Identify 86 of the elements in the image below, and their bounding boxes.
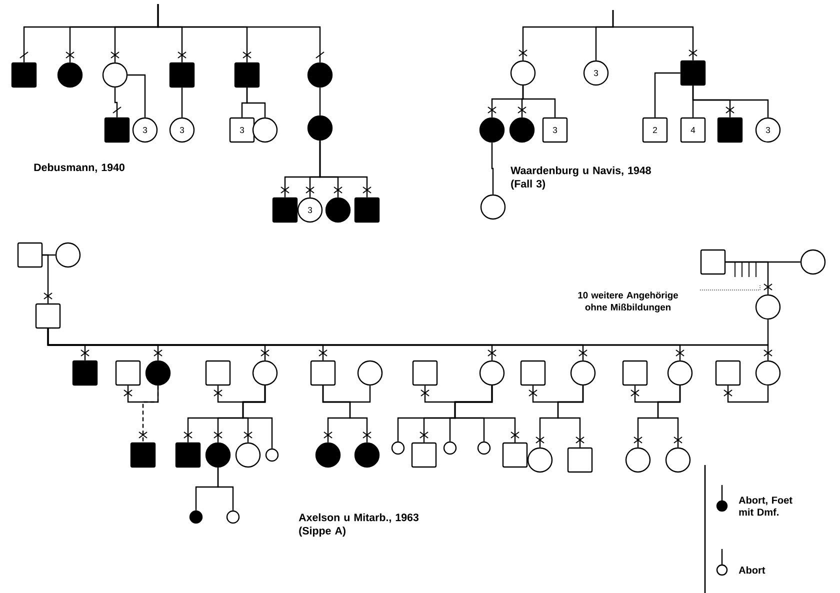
pedigree-line [157, 4, 321, 62]
circle-symbol [570, 360, 596, 386]
pedigree-line [557, 386, 584, 448]
solid-circle-symbol [315, 442, 341, 468]
solid-square-symbol [272, 197, 298, 223]
solid-square-symbol [130, 442, 156, 468]
square-symbol [17, 242, 43, 268]
square-symbol [567, 447, 593, 473]
pedigree-line [454, 386, 516, 442]
caption-text: 10 weitere Angehörige ohne Mißbildungen [578, 292, 678, 312]
solid-square-symbol [72, 360, 98, 386]
square-symbol [700, 249, 726, 275]
solid-square-symbol [680, 60, 706, 86]
solid-square-symbol [234, 62, 260, 88]
circle-symbol [527, 447, 553, 473]
pedigree-line [657, 386, 681, 448]
pedigree-line [692, 86, 769, 118]
legend-text: Abort, Foet mit Dmf. [738, 496, 792, 516]
small-circle-symbol [226, 510, 240, 524]
square-symbol [412, 360, 438, 386]
caption-text: Axelson u Mitarb., 1963 (Sippe A) [298, 513, 419, 537]
circle-symbol [252, 117, 278, 143]
solid-circle-symbol [354, 442, 380, 468]
circle-symbol [55, 242, 81, 268]
solid-circle-symbol [325, 197, 351, 223]
pedigree-line [142, 386, 159, 442]
circle-symbol [755, 294, 781, 320]
solid-circle-symbol [205, 442, 231, 468]
pedigree-line [726, 261, 769, 294]
circle-symbol [800, 249, 826, 275]
square-symbol [411, 442, 437, 468]
square-symbol [205, 360, 231, 386]
circle-symbol [480, 194, 506, 220]
circle-symbol [357, 360, 383, 386]
pedigree-line [114, 88, 118, 118]
pedigree-line [181, 88, 183, 118]
caption-text: Waardenburg u Navis, 1948 (Fall 3) [510, 166, 651, 190]
pedigree-line [491, 142, 494, 194]
small-circle-symbol [265, 448, 279, 462]
solid-circle-symbol [307, 62, 333, 88]
solid-square-symbol [354, 197, 380, 223]
circle-symbol [665, 447, 691, 473]
square-symbol [520, 360, 546, 386]
solid-circle-symbol [307, 115, 333, 141]
small-circle-symbol [477, 441, 491, 455]
caption-text: Debusmann, 1940 [34, 163, 124, 173]
solid-circle-symbol [479, 117, 505, 143]
solid-square-symbol [169, 62, 195, 88]
pedigree-line [319, 88, 321, 116]
circle-symbol [102, 62, 128, 88]
pedigree-line [128, 74, 146, 118]
solid-square-symbol [11, 62, 37, 88]
square-symbol [115, 360, 141, 386]
circle-symbol [625, 447, 651, 473]
pedigree-line [319, 140, 368, 198]
circle-symbol [510, 60, 536, 86]
circle-symbol [235, 442, 261, 468]
circle-symbol [479, 360, 505, 386]
pedigree-line [654, 72, 680, 118]
circle-symbol [252, 360, 278, 386]
pedigree-line [522, 86, 556, 118]
solid-square-symbol [104, 117, 130, 143]
pedigree-line [242, 386, 273, 448]
square-symbol [622, 360, 648, 386]
solid-small-circle-symbol [189, 510, 203, 524]
pedigree-line [127, 386, 159, 403]
pedigree-line [727, 386, 769, 403]
pedigree-line [322, 386, 368, 442]
pedigree-line [246, 88, 266, 118]
solid-circle-symbol [57, 62, 83, 88]
circle-symbol [755, 360, 781, 386]
square-symbol [35, 303, 61, 329]
legend-text: Abort [738, 566, 766, 574]
solid-square-symbol [175, 442, 201, 468]
solid-square-symbol [717, 117, 743, 143]
solid-circle-symbol [509, 117, 535, 143]
pedigree-line [42, 254, 49, 304]
small-circle-symbol [443, 441, 457, 455]
pedigree-line [217, 468, 234, 510]
pedigree-line [612, 10, 694, 60]
small-circle-symbol [391, 441, 405, 455]
square-symbol [502, 442, 528, 468]
circle-symbol [667, 360, 693, 386]
square-symbol [715, 360, 741, 386]
solid-circle-symbol [145, 360, 171, 386]
square-symbol [310, 360, 336, 386]
